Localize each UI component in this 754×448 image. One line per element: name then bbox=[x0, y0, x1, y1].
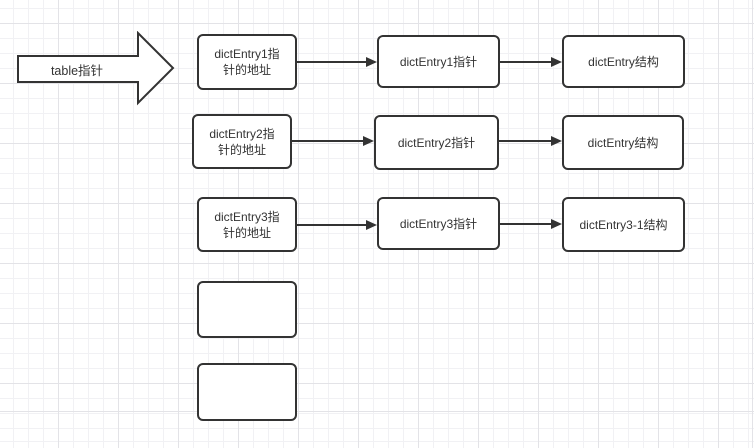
connector-arrow-pointer1-to-struct1 bbox=[500, 57, 562, 67]
empty-box-2 bbox=[197, 363, 297, 421]
address-box-1: dictEntry1指针的地址 bbox=[197, 34, 297, 90]
connector-arrow-address3-to-pointer3 bbox=[297, 220, 377, 230]
struct-box-3: dictEntry3-1结构 bbox=[562, 197, 685, 252]
block-arrow-label: table指针 bbox=[50, 63, 104, 78]
struct-box-1: dictEntry结构 bbox=[562, 35, 685, 88]
pointer-box-3: dictEntry3指针 bbox=[377, 197, 500, 250]
struct-box-2: dictEntry结构 bbox=[562, 115, 684, 170]
address-box-2: dictEntry2指针的地址 bbox=[192, 114, 292, 169]
address-box-3: dictEntry3指针的地址 bbox=[197, 197, 297, 252]
block-arrow-shape bbox=[17, 31, 175, 106]
connector-arrow-address1-to-pointer1 bbox=[297, 57, 377, 67]
pointer-box-2: dictEntry2指针 bbox=[374, 115, 499, 170]
pointer-box-1: dictEntry1指针 bbox=[377, 35, 500, 88]
empty-box-1 bbox=[197, 281, 297, 338]
connector-arrow-pointer3-to-struct3 bbox=[500, 219, 562, 229]
connector-arrow-address2-to-pointer2 bbox=[292, 136, 374, 146]
connector-arrow-pointer2-to-struct2 bbox=[499, 136, 562, 146]
